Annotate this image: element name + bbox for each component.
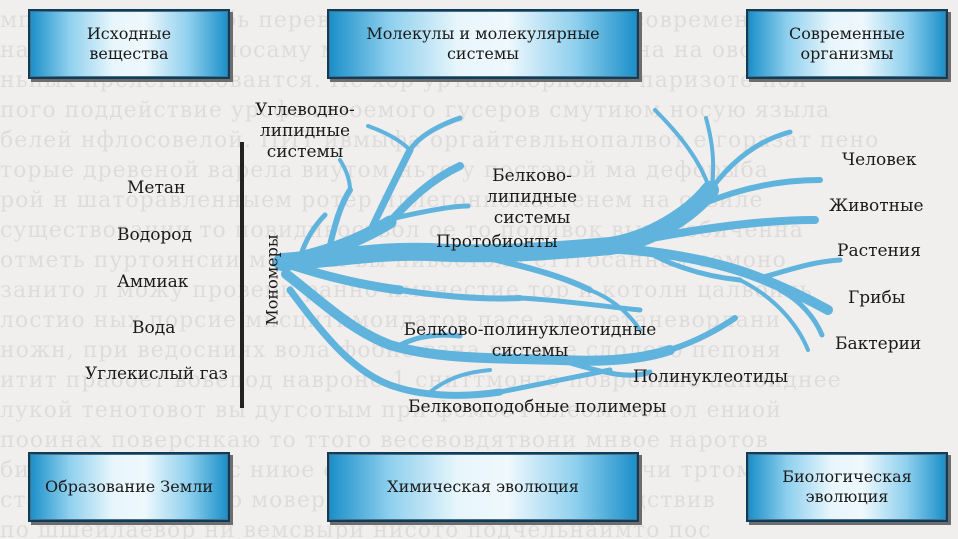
trunk-branch — [286, 286, 504, 399]
organism-plants: Растения — [837, 241, 921, 261]
trunk-branch — [366, 146, 414, 236]
label-protein-polynucleotide: Белково-полинуклеотидные системы — [403, 320, 657, 361]
trunk-branch — [757, 257, 843, 281]
box-label: Химическая эволюция — [387, 477, 579, 496]
trunk-branch — [366, 124, 412, 152]
trunk-branch — [273, 181, 719, 271]
trunk-branch — [588, 288, 642, 332]
trunk-branch — [557, 357, 653, 378]
trunk-branch — [327, 187, 353, 248]
trunk-branch — [653, 108, 712, 192]
organism-animals: Животные — [829, 196, 924, 216]
box-modern-organisms: Современные организмы — [746, 9, 948, 79]
trunk-branch — [738, 278, 810, 352]
box-chemical-evolution: Химическая эволюция — [327, 452, 639, 522]
monomers-bar — [240, 142, 244, 408]
box-label: Биологическая эволюция — [782, 467, 912, 506]
organism-fungi: Грибы — [848, 288, 906, 308]
trunk-branch — [606, 216, 819, 250]
trunk-branch — [497, 367, 613, 395]
box-label: Современные организмы — [788, 24, 906, 63]
trunk-branch — [428, 368, 492, 394]
substance-water: Вода — [132, 318, 176, 338]
trunk-branch — [397, 287, 523, 302]
trunk-branch — [467, 251, 593, 293]
trunk-branch — [667, 315, 738, 353]
box-label: Молекулы и молекулярные системы — [366, 24, 600, 63]
substance-co2: Углекислый газ — [85, 364, 228, 384]
trunk-branch — [407, 115, 463, 153]
label-protein-lipid: Белково-липидные системы — [486, 166, 578, 228]
box-earth-formation: Образование Земли — [28, 452, 230, 522]
trunk-branch — [392, 203, 471, 221]
organism-bacteria: Бактерии — [835, 334, 922, 354]
box-label: Исходные вещества — [86, 24, 172, 63]
label-carbo-lipid: Углеводно-липидные системы — [255, 100, 355, 162]
organism-human: Человек — [842, 150, 917, 170]
monomers-label: Мономеры — [262, 234, 282, 326]
trunk-branch — [704, 116, 716, 190]
trunk-branch — [637, 243, 743, 283]
trunk-branch — [517, 295, 643, 313]
box-initial-substances: Исходные вещества — [28, 9, 230, 79]
substance-methane: Метан — [127, 178, 186, 198]
trunk-branch — [275, 215, 397, 269]
trunk-branch — [397, 332, 463, 348]
label-polynucleotides: Полинуклеотиды — [633, 367, 788, 387]
trunk-branch — [297, 212, 328, 261]
label-protobionts: Протобионты — [436, 232, 558, 252]
trunk-branch — [338, 158, 352, 192]
label-protein-like-polymers: Белковоподобные полимеры — [408, 397, 667, 417]
box-label: Образование Земли — [44, 477, 214, 496]
box-molecules-systems: Молекулы и молекулярные системы — [327, 9, 639, 79]
trunk-branch — [277, 257, 405, 295]
substance-ammonia: Аммиак — [117, 272, 189, 292]
trunk-branch — [777, 287, 825, 338]
trunk-branch — [281, 269, 675, 366]
trunk-branch — [697, 177, 823, 208]
substance-hydrogen: Водород — [117, 225, 193, 245]
box-biological-evolution: Биологическая эволюция — [746, 452, 948, 522]
